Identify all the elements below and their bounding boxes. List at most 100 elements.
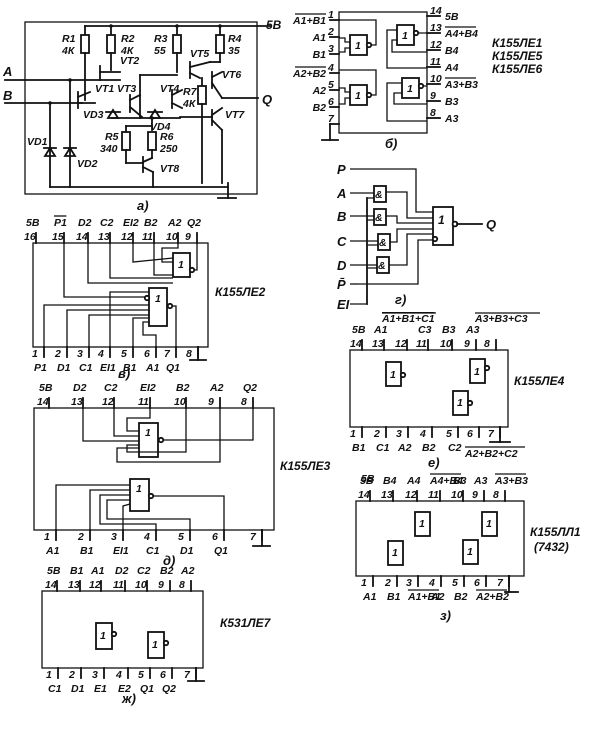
svg-text:1: 1 xyxy=(392,547,398,559)
b-right-pin-10-number: 10 xyxy=(430,73,442,85)
chip-z-alt-name: (7432) xyxy=(534,540,569,554)
gate-z1 xyxy=(387,540,404,566)
z-bottom-pin-1-number: 1 xyxy=(361,577,367,589)
b-right-pin-14-number: 14 xyxy=(430,5,442,17)
g-input-label-2: B xyxy=(337,209,346,224)
resistor-r2 xyxy=(106,34,116,54)
b-left-pin-1-number: 1 xyxy=(328,9,334,21)
d-top-pin-11-label: EI2 xyxy=(140,382,156,394)
z-bottom-pin-3-label: A1+B1 xyxy=(407,591,441,603)
resistor-r6 xyxy=(147,131,157,151)
chip-zh-name: К531ЛЕ7 xyxy=(220,616,272,630)
figure-zh-caption: ж) xyxy=(121,691,136,706)
and-gate-b xyxy=(373,208,387,226)
z-top-pin-8-number: 8 xyxy=(493,489,499,501)
svg-text:1: 1 xyxy=(438,213,445,227)
zh-bottom-pin-5-number: 5 xyxy=(138,669,144,681)
e-bottom-pin-5-label: C2 xyxy=(448,442,462,454)
input-a-label: A xyxy=(2,64,12,79)
e-top-pin-9-number: 9 xyxy=(464,338,470,350)
r5-name: R5 xyxy=(105,131,119,143)
and-gate-a xyxy=(373,185,387,203)
g-input-label-1: A xyxy=(336,186,346,201)
d-bottom-pin-2-label: B1 xyxy=(80,545,94,557)
chip-b-name-2: К155ЛЕ5 xyxy=(492,49,543,63)
z-top-pin-13-label: B4 xyxy=(383,475,397,487)
g-input-label-4: D xyxy=(337,258,347,273)
z-top-pin-11-label: A4+B4 xyxy=(429,475,463,487)
diode-vd4 xyxy=(147,108,163,119)
e-bottom-pin-7-number: 7 xyxy=(488,428,495,440)
d-bottom-pin-5-number: 5 xyxy=(178,531,184,543)
svg-text:1: 1 xyxy=(178,259,184,271)
b-right-pin-8-label: A3 xyxy=(444,113,459,125)
b-right-pin-11-label: A4 xyxy=(444,62,459,74)
d-top-pin-10-number: 10 xyxy=(174,396,186,408)
svg-text:&: & xyxy=(379,237,387,249)
v-top-pin-11-number: 11 xyxy=(142,231,153,243)
b-left-pin-2-number: 2 xyxy=(327,26,334,38)
d-top-pin-14-label: 5В xyxy=(39,382,53,394)
r4-name: R4 xyxy=(228,33,242,45)
zh-top-pin-9-label: B2 xyxy=(160,565,174,577)
e-top-pin-10-number: 10 xyxy=(440,338,452,350)
diode-vd3 xyxy=(105,108,121,119)
z-top-pin-12-number: 12 xyxy=(405,489,417,501)
v-top-pin-10-label: A2 xyxy=(167,217,182,229)
d-top-pin-9-number: 9 xyxy=(208,396,214,408)
z-supply-label: 5В xyxy=(361,473,375,485)
z-bottom-pin-2-number: 2 xyxy=(384,577,391,589)
r5-value: 340 xyxy=(100,143,118,155)
v-top-pin-10-number: 10 xyxy=(166,231,178,243)
d-bottom-pin-6-label: Q1 xyxy=(214,545,228,557)
input-b-label: B xyxy=(3,88,12,103)
chip-body-z xyxy=(355,500,525,577)
e-bottom-pin-6-number: 6 xyxy=(467,428,473,440)
d-bottom-pin-4-label: C1 xyxy=(146,545,160,557)
svg-text:1: 1 xyxy=(100,630,106,642)
d-top-pin-13-number: 13 xyxy=(71,396,83,408)
z-bottom-pin-3-number: 3 xyxy=(406,577,412,589)
z-top-pin-14-label: 5В xyxy=(360,475,374,487)
e-top-pin-11-label: C3 xyxy=(418,324,432,336)
d-top-pin-14-number: 14 xyxy=(37,396,49,408)
svg-text:1: 1 xyxy=(355,90,361,102)
v-top-pin-15-label: P1 xyxy=(54,217,67,229)
d-top-pin-10-label: B2 xyxy=(176,382,190,394)
r3-value: 55 xyxy=(154,45,166,57)
e-top-pin-14-label: 5В xyxy=(352,324,366,336)
b-right-pin-9-label: B3 xyxy=(445,96,459,108)
e-top-pin-11-number: 11 xyxy=(416,338,427,350)
e-bottom-pin-4-label: B2 xyxy=(422,442,436,454)
e-bottom-pin-2-label: C1 xyxy=(376,442,390,454)
b-left-pin-4-number: 4 xyxy=(327,62,334,74)
v-top-pin-14-label: D2 xyxy=(78,217,92,229)
z-bottom-pin-7-number: 7 xyxy=(497,577,504,589)
z-bottom-pin-2-label: B1 xyxy=(387,591,401,603)
vt8-label: VT8 xyxy=(160,163,179,175)
r1-value: 4К xyxy=(61,45,76,57)
z-top-pin-11-number: 11 xyxy=(428,489,439,501)
r7-name: R7 xyxy=(183,86,198,98)
v-top-pin-15-number: 15 xyxy=(52,231,64,243)
v-bottom-pin-2-number: 2 xyxy=(54,348,61,360)
gate-z2 xyxy=(462,539,479,565)
e-bottom-pin-2-number: 2 xyxy=(373,428,380,440)
d-bottom-pin-6-number: 6 xyxy=(212,531,218,543)
zh-top-pin-12-label: A1 xyxy=(90,565,105,577)
v-top-pin-14-number: 14 xyxy=(76,231,88,243)
svg-text:1: 1 xyxy=(145,427,151,439)
v-bottom-pin-1-number: 1 xyxy=(32,348,38,360)
svg-text:1: 1 xyxy=(152,639,158,651)
zh-bottom-pin-2-label: D1 xyxy=(71,683,85,695)
z-top-pin-13-number: 13 xyxy=(381,489,393,501)
figure-a-frame xyxy=(24,21,258,195)
d-top-pin-12-label: C2 xyxy=(104,382,118,394)
chip-body-zh xyxy=(41,590,204,669)
b-right-pin-8-number: 8 xyxy=(430,107,436,119)
g-input-label-6: EI xyxy=(337,297,350,312)
e-top-pin-9-label: A3 xyxy=(465,324,480,336)
v-bottom-pin-6-number: 6 xyxy=(144,348,150,360)
